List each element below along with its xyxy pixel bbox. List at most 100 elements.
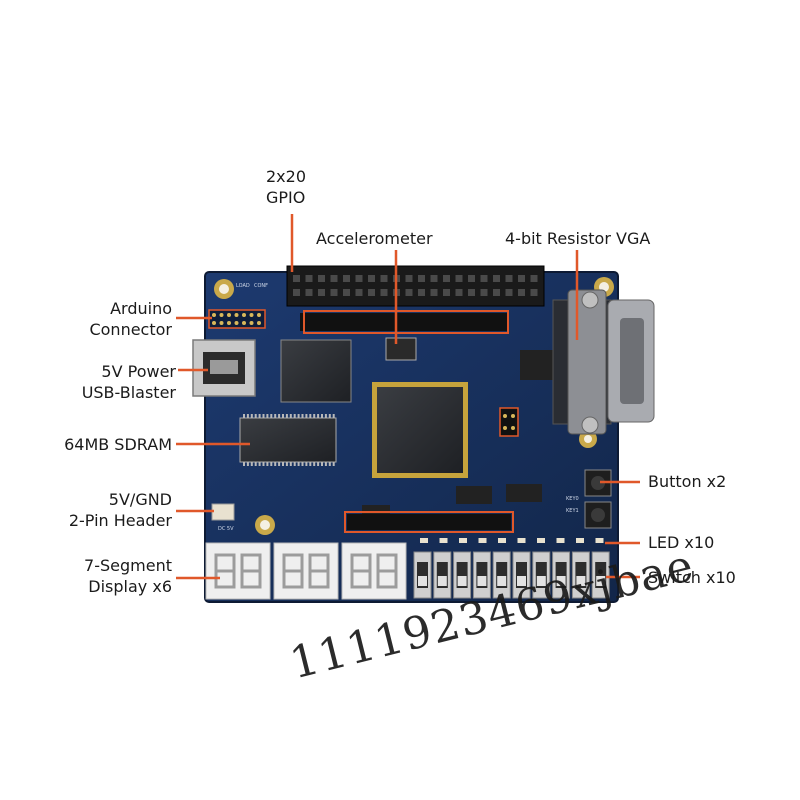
gpio-pin <box>505 289 513 296</box>
arduino-pin <box>257 321 261 325</box>
seven-segment-displays <box>205 542 407 600</box>
sdram-pin <box>250 414 253 418</box>
gpio-pin <box>518 289 525 296</box>
led <box>439 538 448 543</box>
gpio-pin <box>330 289 338 296</box>
sdram-pin <box>262 462 265 466</box>
silk-key1: KEY1 <box>566 508 579 514</box>
gpio-pin <box>305 275 313 282</box>
switch-slot <box>535 562 547 588</box>
fpga-chip <box>372 382 468 478</box>
sdram-pin <box>301 462 304 466</box>
sdram-pin <box>321 414 323 418</box>
gpio-pin <box>430 289 438 296</box>
switch-toggle <box>437 576 447 586</box>
vga-connector <box>552 289 655 435</box>
small-ic <box>520 350 554 380</box>
sdram-pin <box>285 462 288 466</box>
arduino-pin <box>257 313 261 317</box>
push-buttons <box>584 469 612 529</box>
sdram-pin <box>266 462 269 466</box>
gpio-pin <box>318 275 325 282</box>
switch-toggle <box>517 576 526 586</box>
sdram-pin <box>254 462 257 466</box>
label-button: Button x2 <box>648 472 727 491</box>
label-vga: 4-bit Resistor VGA <box>505 229 651 248</box>
arduino-pin <box>219 313 224 317</box>
switch-toggle <box>536 576 546 586</box>
gpio-pin <box>355 275 363 282</box>
sdram-pin <box>266 414 269 418</box>
sdram-pin <box>297 414 300 418</box>
sdram-pin <box>243 414 245 418</box>
arduino-pin <box>249 313 254 317</box>
callout-lines <box>176 214 640 580</box>
gpio-pin <box>443 275 450 282</box>
gpio-pin <box>293 289 300 296</box>
sdram-pin <box>324 462 327 466</box>
label-switch: Switch x10 <box>648 568 736 587</box>
label-led: LED x10 <box>648 533 715 552</box>
switch-toggle <box>596 576 606 586</box>
gpio-pin <box>355 289 363 296</box>
gpio-pin <box>530 289 538 296</box>
sdram-pin <box>246 462 249 466</box>
switch-slot <box>555 562 567 588</box>
gpio-pin <box>305 289 313 296</box>
two-pin-header <box>211 503 235 521</box>
gpio-pin <box>480 275 488 282</box>
sdram-pin <box>278 414 281 418</box>
switch-toggle <box>576 576 586 586</box>
sdram-pin <box>332 462 335 466</box>
sdram-pin <box>289 414 292 418</box>
sdram-pin <box>250 462 253 466</box>
led <box>478 538 487 543</box>
switch-slot <box>496 562 508 588</box>
arduino-pin <box>249 321 254 325</box>
gpio-pin <box>343 289 350 296</box>
switch-toggle <box>477 576 487 586</box>
switch-slot <box>575 562 587 588</box>
arduino-pin <box>219 321 224 325</box>
switch-slot <box>456 562 468 588</box>
sdram-pin <box>324 414 327 418</box>
sdram-pin <box>332 414 335 418</box>
sdram-pin <box>313 414 316 418</box>
arduino-pin <box>212 313 216 317</box>
sdram-pin <box>317 414 320 418</box>
gpio-pin <box>318 289 325 296</box>
sdram-pin <box>258 462 261 466</box>
arduino-pin <box>242 321 246 325</box>
led <box>576 538 584 543</box>
sdram-pin <box>293 414 296 418</box>
led <box>537 538 545 543</box>
gpio-header <box>286 265 545 307</box>
led-row <box>420 538 604 543</box>
gpio-pin <box>368 275 375 282</box>
accelerometer-chip <box>385 337 417 361</box>
sdram-pin <box>293 462 296 466</box>
silk-dc5v: DC 5V <box>218 526 234 532</box>
sdram-pin <box>317 462 320 466</box>
switch-slot <box>436 562 448 588</box>
label-sdram: 64MB SDRAM <box>64 435 172 454</box>
sdram-pin <box>270 414 273 418</box>
gpio-pin <box>493 289 500 296</box>
gpio-pin <box>455 289 463 296</box>
sdram-pin <box>321 462 323 466</box>
usb-controller-chip <box>280 339 352 403</box>
switch-toggle <box>418 576 427 586</box>
arduino-pin <box>234 313 239 317</box>
switch-slot <box>417 562 428 588</box>
sdram-pin <box>297 462 300 466</box>
gpio-pin <box>455 275 463 282</box>
sdram-pin <box>328 414 331 418</box>
sdram-pin <box>262 414 265 418</box>
switch-row <box>413 551 610 599</box>
sdram-pin <box>305 462 308 466</box>
gpio-pin <box>418 289 425 296</box>
gpio-pin <box>443 289 450 296</box>
